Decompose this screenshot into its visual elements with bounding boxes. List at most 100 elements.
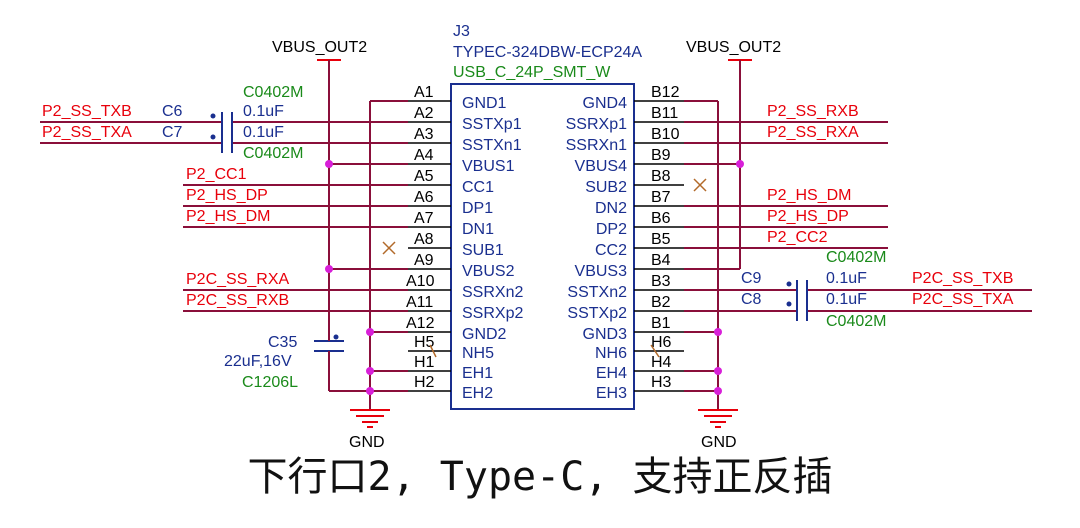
pin-number: B4 [651,252,671,269]
junction-dot [366,367,374,375]
pin-number: B3 [651,273,671,290]
pin-number: A9 [414,252,434,269]
pin-number: A5 [414,168,434,185]
net-label: P2_SS_RXA [767,124,859,141]
junction-dot [366,328,374,336]
c35-package: C1206L [242,374,298,391]
pin-number: B10 [651,126,680,143]
pin-name: EH2 [462,385,493,402]
c8-refdes: C8 [741,291,762,308]
pin-name: GND4 [583,95,628,112]
diagram-caption: 下行口2, Type-C, 支持正反插 [248,454,833,500]
pin-number: A10 [406,273,435,290]
net-label: P2_HS_DM [767,187,851,204]
pin-number: B9 [651,147,671,164]
pin-name: GND3 [583,326,628,343]
no-connect-sub2 [693,178,707,192]
capacitor-c35 [314,334,344,360]
pin-number: A11 [406,294,433,311]
pin-number: B2 [651,294,671,311]
c35-refdes: C35 [268,334,297,351]
pin-number: B6 [651,210,671,227]
pin-name: DP1 [462,200,493,217]
pin-name: SSTXn1 [462,137,522,154]
pin-name: CC2 [595,242,627,259]
gnd-symbol-right [698,409,738,428]
pin-number: B1 [651,315,671,332]
pin-number: H2 [414,374,435,391]
c6-refdes: C6 [162,103,183,120]
capacitor-c9-c8 [786,280,808,321]
vbus-power-label-right: VBUS_OUT2 [686,39,781,56]
c7-value: 0.1uF [243,124,284,141]
net-label: P2C_SS_RXA [186,271,289,288]
net-label: P2C_SS_TXA [912,291,1014,308]
gnd-symbol-left [350,409,390,428]
pin-name: SUB1 [462,242,504,259]
net-label: P2C_SS_RXB [186,292,289,309]
pin-name: SSTXp2 [567,305,627,322]
connector-refdes: J3 [453,23,470,40]
pin-name: CC1 [462,179,494,196]
pin-number: A3 [414,126,434,143]
nh6-marker [650,344,660,358]
pin-number: H3 [651,374,672,391]
net-label: P2_SS_RXB [767,103,859,120]
pin-name: EH4 [596,365,627,382]
nh5-marker [429,344,437,358]
net-label: P2_CC1 [186,166,247,183]
connector-body [450,83,635,410]
pin-name: SSRXn1 [566,137,627,154]
c7-refdes: C7 [162,124,183,141]
connector-footprint: USB_C_24P_SMT_W [453,64,611,81]
pin-number: B12 [651,84,680,101]
net-label: P2_CC2 [767,229,828,246]
net-label: P2C_SS_TXB [912,270,1013,287]
c6-package: C0402M [243,84,303,101]
pin-number: B8 [651,168,671,185]
pin-number: H1 [414,354,435,371]
pin-number: A6 [414,189,434,206]
pin-number: H5 [414,334,435,351]
junction-dot [325,160,333,168]
pin-name: EH1 [462,365,493,382]
net-label: P2_SS_TXB [42,103,132,120]
junction-dot [714,328,722,336]
c9-refdes: C9 [741,270,762,287]
c8-value: 0.1uF [826,291,867,308]
pin-name: GND1 [462,95,507,112]
c7-package: C0402M [243,145,303,162]
pin-name: SSTXp1 [462,116,522,133]
pin-number: A4 [414,147,434,164]
pin-number: A1 [414,84,434,101]
pin-name: GND2 [462,326,507,343]
net-label: P2_HS_DM [186,208,270,225]
pin-number: A12 [406,315,435,332]
gnd-label-right: GND [701,434,737,451]
pin-name: NH5 [462,345,494,362]
junction-dot [366,387,374,395]
